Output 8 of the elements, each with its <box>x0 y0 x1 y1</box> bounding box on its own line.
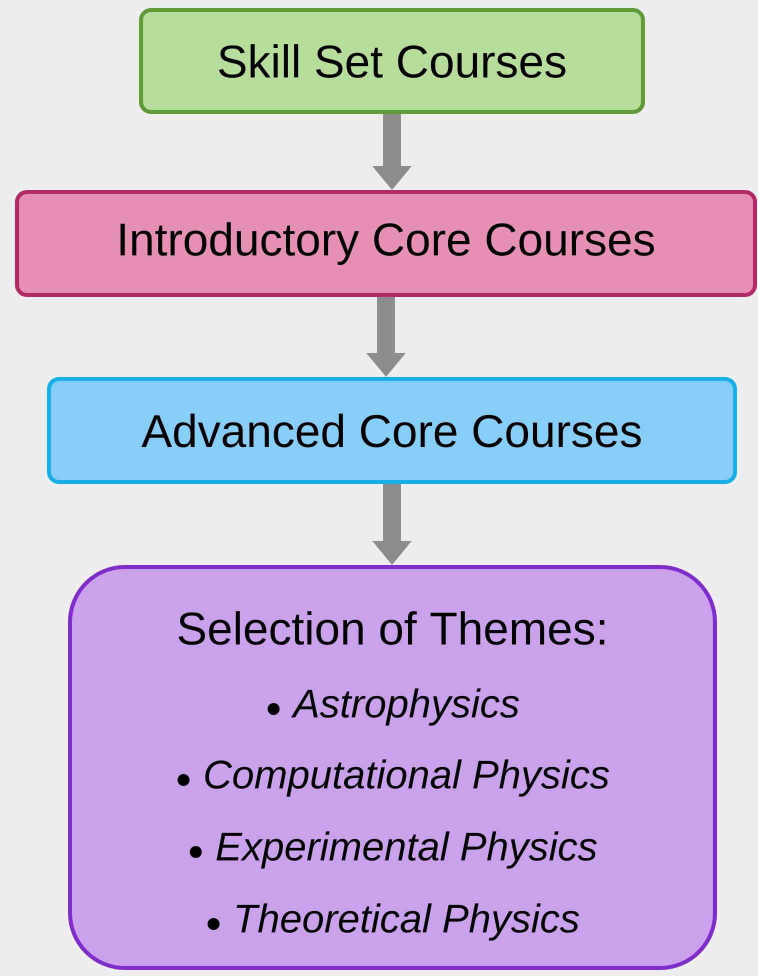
course-box: Advanced Core Courses <box>47 377 737 484</box>
list-item: Experimental Physics <box>216 831 597 869</box>
list-item: Computational Physics <box>205 759 610 797</box>
heading: Selection of Themes: <box>178 611 604 645</box>
list-item: Theoretical Physics <box>236 903 579 941</box>
list-item: Astrophysics <box>291 688 520 726</box>
course-box: Skill Set Courses <box>139 8 645 114</box>
course-box: Introductory Core Courses <box>15 190 757 297</box>
